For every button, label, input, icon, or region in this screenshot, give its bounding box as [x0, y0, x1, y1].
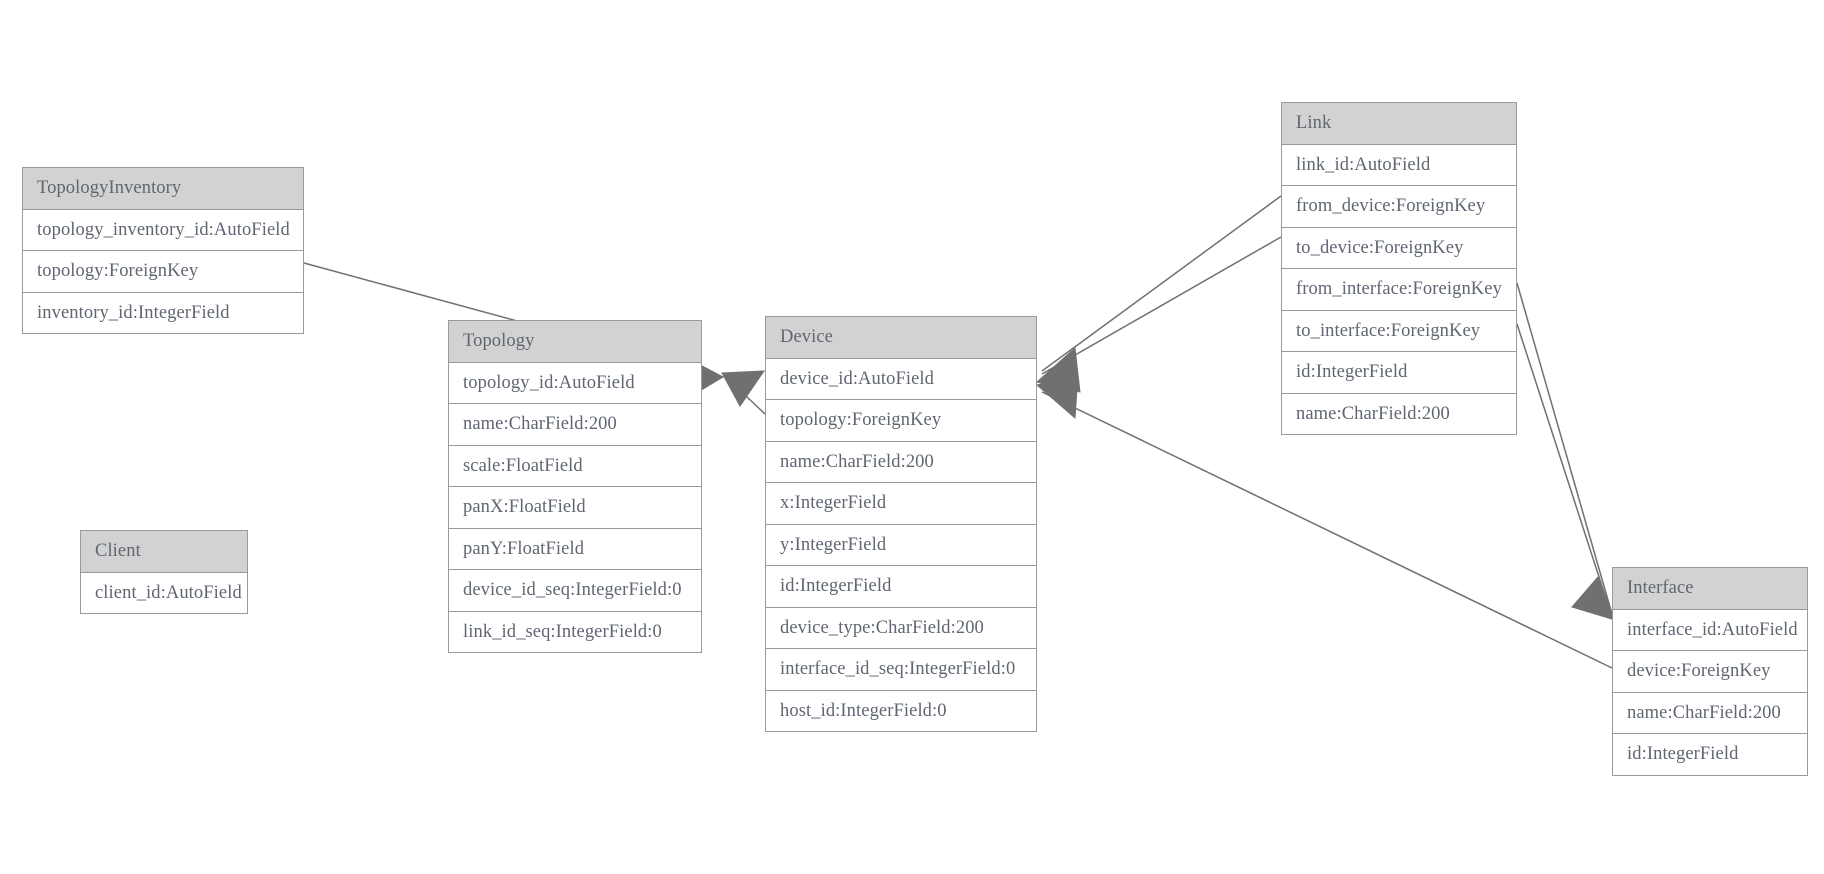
- rel-link-from-device: [1041, 195, 1282, 372]
- entity-field[interactable]: topology_inventory_id:AutoField: [23, 209, 303, 251]
- entity-field[interactable]: host_id:IntegerField:0: [766, 690, 1036, 731]
- relation-arrowhead: [1035, 346, 1081, 393]
- entity-field[interactable]: topology:ForeignKey: [23, 251, 303, 293]
- entity-title-interface: Interface: [1613, 568, 1807, 610]
- relation-line: [1041, 195, 1282, 372]
- rel-link-to-device: [1035, 236, 1282, 393]
- entity-field[interactable]: name:CharField:200: [766, 441, 1036, 483]
- entity-title-device: Device: [766, 317, 1036, 359]
- relation-line: [725, 376, 766, 415]
- entity-field[interactable]: x:IntegerField: [766, 483, 1036, 525]
- entity-field[interactable]: scale:FloatField: [449, 445, 701, 487]
- entity-field[interactable]: topology:ForeignKey: [766, 400, 1036, 442]
- entity-field[interactable]: device_id_seq:IntegerField:0: [449, 570, 701, 612]
- entity-field[interactable]: device:ForeignKey: [1613, 651, 1807, 693]
- entity-field[interactable]: id:IntegerField: [1613, 734, 1807, 775]
- relation-line: [1041, 236, 1282, 375]
- entity-field[interactable]: name:CharField:200: [449, 404, 701, 446]
- entity-field[interactable]: panY:FloatField: [449, 528, 701, 570]
- entity-field[interactable]: device_type:CharField:200: [766, 607, 1036, 649]
- entity-field[interactable]: client_id:AutoField: [81, 572, 247, 613]
- relation-arrowhead: [1035, 374, 1079, 420]
- entity-field[interactable]: name:CharField:200: [1282, 393, 1516, 434]
- rel-link-to-interface: [1516, 323, 1616, 621]
- entity-field[interactable]: y:IntegerField: [766, 524, 1036, 566]
- entity-title-topology_inventory: TopologyInventory: [23, 168, 303, 210]
- entity-title-topology: Topology: [449, 321, 701, 363]
- entity-field[interactable]: interface_id_seq:IntegerField:0: [766, 649, 1036, 691]
- entity-field[interactable]: to_interface:ForeignKey: [1282, 310, 1516, 352]
- entity-field[interactable]: device_id:AutoField: [766, 358, 1036, 400]
- rel-device-topology: [721, 370, 766, 415]
- entity-field[interactable]: id:IntegerField: [1282, 352, 1516, 394]
- entity-field[interactable]: panX:FloatField: [449, 487, 701, 529]
- entity-field[interactable]: id:IntegerField: [766, 566, 1036, 608]
- relation-arrowhead: [1571, 576, 1616, 621]
- entity-field[interactable]: link_id:AutoField: [1282, 144, 1516, 186]
- entity-title-link: Link: [1282, 103, 1516, 145]
- entity-field[interactable]: link_id_seq:IntegerField:0: [449, 611, 701, 652]
- entity-field[interactable]: name:CharField:200: [1613, 692, 1807, 734]
- entity-field[interactable]: inventory_id:IntegerField: [23, 292, 303, 333]
- entity-title-client: Client: [81, 531, 247, 573]
- entity-field[interactable]: from_device:ForeignKey: [1282, 186, 1516, 228]
- relation-arrowhead: [721, 370, 765, 407]
- entity-field[interactable]: topology_id:AutoField: [449, 362, 701, 404]
- rel-link-from-interface: [1516, 282, 1613, 615]
- entity-field[interactable]: to_device:ForeignKey: [1282, 227, 1516, 269]
- entity-field[interactable]: interface_id:AutoField: [1613, 609, 1807, 651]
- relation-line: [1516, 282, 1613, 615]
- entity-field[interactable]: from_interface:ForeignKey: [1282, 269, 1516, 311]
- entity-fields-client: client_id:AutoField: [81, 572, 247, 613]
- relation-line: [1516, 323, 1613, 618]
